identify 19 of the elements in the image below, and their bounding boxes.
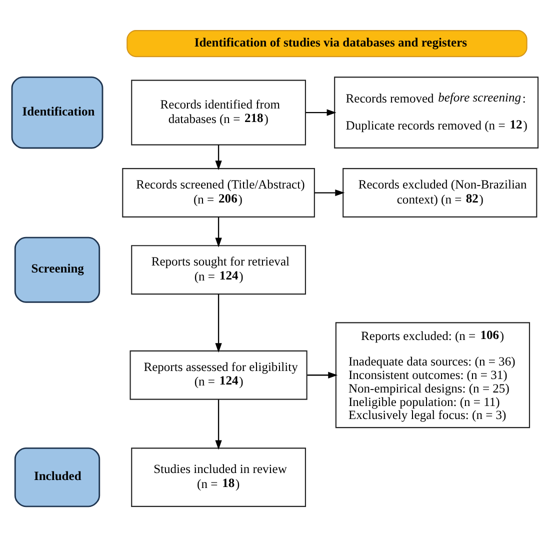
node-box: Records removed before screening: Duplicate records removed (n = 12)	[334, 76, 539, 148]
arrow	[215, 294, 222, 352]
arrow	[314, 188, 345, 196]
arrow	[307, 371, 338, 378]
node-box: Identification	[11, 76, 104, 148]
arrow	[306, 108, 336, 116]
node-box: Reports excluded: (n = 106) Inadequate data sources: (n = 36) Inconsistent outcomes: (n = 31) Non-empirical designs: (n = 25) Ineligible population: (n = 11) Exclusively legal focus: (n = 3)	[335, 322, 530, 428]
arrow	[215, 144, 222, 170]
node-box: Screening	[14, 236, 100, 302]
node-box: Reports sought for retrieval (n = 124)	[131, 244, 306, 294]
arrow	[215, 399, 222, 450]
node-box: Reports assessed for eligibility (n = 124)	[130, 350, 308, 400]
node-box: Records screened (Title/Abstract) (n = 206)	[122, 168, 315, 218]
node-box: Studies included in review (n = 18)	[131, 447, 306, 506]
arrow	[215, 216, 222, 247]
node-box: Identification of studies via databases and registers	[126, 30, 528, 57]
node-box: Records excluded (Non-Brazilian context) (n = 82)	[342, 168, 538, 218]
node-box: Included	[14, 446, 100, 507]
node-box: Records identified from databases (n = 218)	[131, 79, 306, 145]
